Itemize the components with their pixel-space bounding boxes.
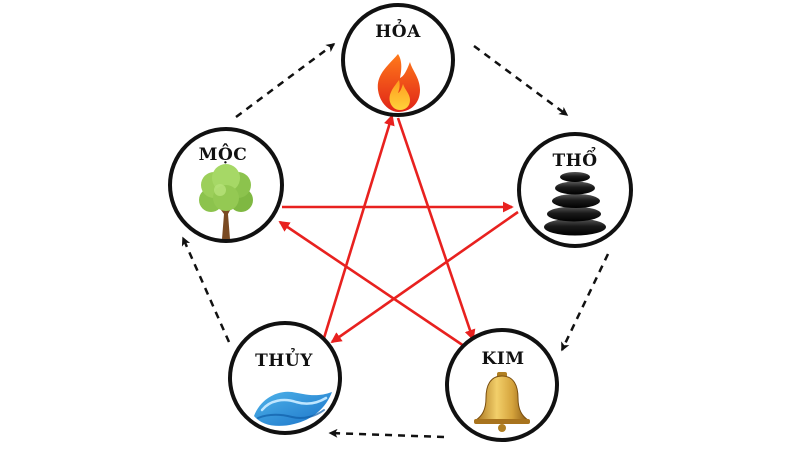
node-thuy-label: THỦY (255, 348, 313, 371)
node-hoa: HỎA (341, 3, 455, 117)
arrow-kim-to-thuy (328, 428, 445, 439)
water-wave-icon (254, 391, 332, 426)
node-thuy: THỦY (228, 321, 342, 435)
arrow-kim-to-moc (278, 220, 465, 348)
arrow-hoa-to-kim (396, 117, 476, 341)
tree-icon (199, 164, 253, 239)
arrow-moc-to-hoa (235, 42, 336, 119)
arrow-hoa-to-tho (473, 44, 569, 117)
node-hoa-label: HỎA (375, 19, 421, 42)
node-kim: KIM (445, 328, 559, 442)
bell-icon (474, 372, 530, 432)
overcoming-cycle (278, 114, 519, 348)
node-tho: THỔ (517, 132, 633, 248)
stacked-stones-icon (544, 172, 606, 236)
arrow-tho-to-kim (560, 253, 610, 352)
arrow-thuy-to-moc (181, 236, 231, 343)
generating-cycle (181, 42, 610, 439)
arrow-thuy-to-hoa (322, 114, 395, 339)
node-tho-label: THỔ (552, 146, 597, 171)
node-kim-label: KIM (481, 349, 524, 369)
arrow-tho-to-thuy (330, 210, 519, 344)
node-moc-label: MỘC (199, 144, 248, 165)
node-moc: MỘC (168, 127, 284, 243)
fire-icon (377, 54, 420, 112)
